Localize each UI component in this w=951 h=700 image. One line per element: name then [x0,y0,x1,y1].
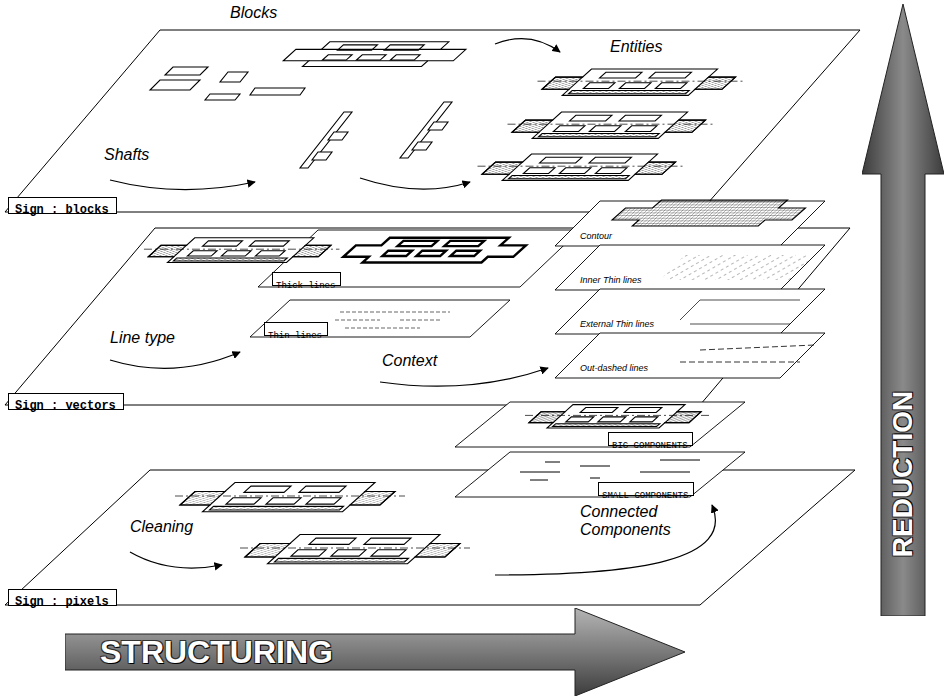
step-label: Line type [108,329,177,347]
line-sheets [555,200,825,378]
level-label: Sign : blocks [8,197,117,214]
axis-arrow: REDUCTION [862,4,944,616]
layer-label: Out-dashed lines [578,363,650,374]
level-label: Sign : pixels [8,589,117,606]
layer-name: BIG COMPONENTS [612,441,688,451]
layer-name: Thick lines [276,281,335,291]
layer-tag: BIG COMPONENTS [608,432,693,446]
axis-name: STRUCTURING [100,634,333,670]
layer-tag: Thick lines [272,272,341,286]
layer-name: SMALL COMPONENTS [602,491,688,501]
layer-label: Inner Thin lines [578,275,644,286]
layer-name: Thin lines [268,331,322,341]
level-title: Entities [608,38,664,56]
level-name: Sign : blocks [15,204,109,217]
layer-tag: SMALL COMPONENTS [598,482,694,496]
arrow-body [862,4,944,616]
axis-arrow: STRUCTURING [65,608,685,696]
pixels-plane [5,470,855,605]
arrow-body [65,608,685,696]
step-label: Shafts [102,146,151,164]
step-label: Cleaning [128,518,195,536]
blocks-plane [5,30,860,212]
layer-label: External Thin lines [578,319,656,330]
level-title: Blocks [228,4,279,22]
component-sheets [455,402,745,497]
level-label: Sign : vectors [8,393,124,410]
layer-tag: Thin lines [264,322,328,336]
axis-name: REDUCTION [883,391,923,557]
step-label: Context [380,352,439,370]
vectors-plane [5,228,850,405]
step-label: Connected Components [578,503,702,539]
level-name: Sign : pixels [15,596,109,609]
level-name: Sign : vectors [15,400,116,413]
layer-label: Contour [578,231,614,242]
